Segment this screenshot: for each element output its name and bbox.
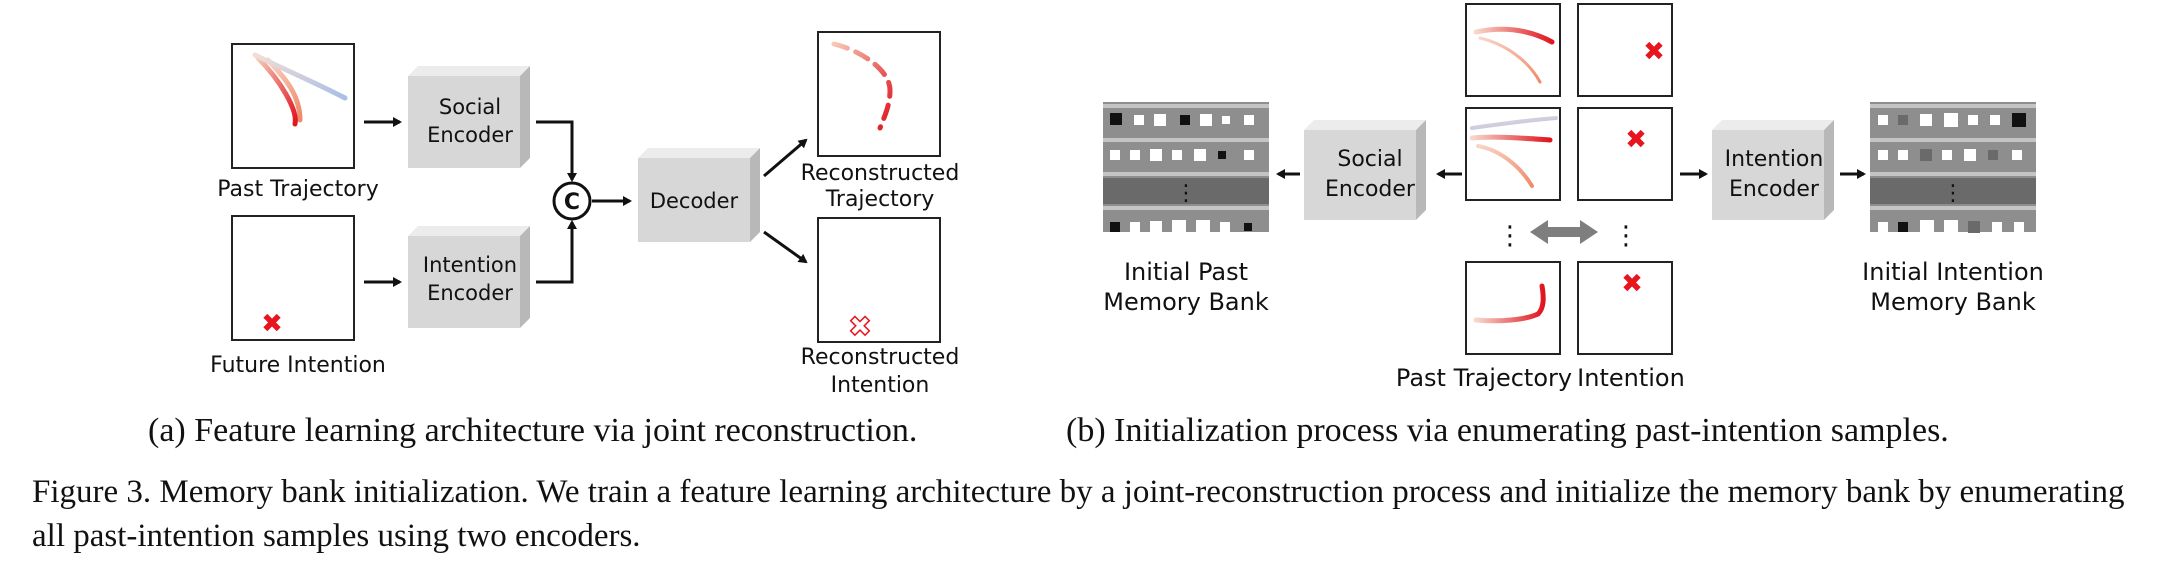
intention-encoder-b-line-1: Intention — [1725, 147, 1824, 172]
reconstructed-intention-line-2: Intention — [831, 373, 930, 398]
social-encoder-b-line-1: Social — [1337, 147, 1402, 172]
arrow — [763, 138, 808, 178]
social-encoder-line-1: Social — [439, 95, 501, 119]
samples-ellipsis-left: ⋮ — [1497, 221, 1523, 251]
social-encoder-block: Social Encoder — [408, 66, 530, 168]
subcaption-b: (b) Initialization process via enumerati… — [1066, 412, 1949, 449]
reconstructed-intention-box — [817, 217, 941, 343]
intention-cross-icon: ✖ — [1625, 125, 1647, 155]
intention-encoder-block-b: Intention Encoder — [1712, 120, 1834, 220]
intention-memory-bank-line-2: Memory Bank — [1870, 288, 2036, 316]
reconstructed-trajectory-line-2: Trajectory — [825, 187, 935, 212]
intention-encoder-block: Intention Encoder — [408, 226, 530, 328]
panel-b: ⋮ Initial Past Memory Bank Social Encode… — [1103, 3, 2044, 392]
samples-ellipsis-right: ⋮ — [1613, 221, 1639, 251]
past-memory-bank: ⋮ — [1103, 102, 1269, 234]
concat-operator — [552, 181, 592, 221]
trajectory-line — [1478, 36, 1542, 84]
subcaption-a: (a) Feature learning architecture via jo… — [148, 412, 918, 449]
future-intention-label: Future Intention — [210, 353, 386, 378]
trajectory-line — [1469, 134, 1553, 143]
trajectory-line — [252, 52, 348, 101]
trajectory-line — [1473, 26, 1555, 45]
intention-cross-icon: ✖ — [261, 309, 283, 339]
intention-memory-bank-line-1: Initial Intention — [1862, 258, 2044, 286]
decoder-label: Decoder — [650, 189, 739, 213]
intention-sample — [1577, 3, 1673, 97]
intention-sample — [1577, 107, 1673, 201]
enumerate-double-arrow-icon — [1530, 220, 1598, 244]
intention-cross-icon: ✖ — [1643, 37, 1665, 67]
intention-sample — [1577, 261, 1673, 355]
intention-encoder-b-line-2: Encoder — [1729, 177, 1820, 202]
figure-caption: Figure 3. Memory bank initialization. We… — [32, 474, 2125, 554]
past-memory-ellipsis: ⋮ — [1175, 181, 1197, 206]
past-trajectory-sample — [1465, 3, 1561, 97]
past-trajectory-sample — [1465, 261, 1561, 355]
arrow — [536, 220, 577, 284]
intention-b-label: Intention — [1577, 364, 1685, 392]
panel-a: Past Trajectory ✖ Future Intention Socia… — [210, 31, 960, 398]
social-encoder-block-b: Social Encoder — [1304, 120, 1426, 220]
intention-encoder-line-2: Encoder — [427, 281, 513, 305]
social-encoder-b-line-2: Encoder — [1325, 177, 1416, 202]
reconstructed-trajectory-box — [817, 31, 941, 157]
trajectory-line — [255, 55, 298, 127]
intention-memory-bank: ⋮ — [1870, 102, 2036, 234]
arrow — [763, 230, 808, 264]
past-memory-bank-line-2: Memory Bank — [1103, 288, 1269, 316]
concat-symbol: C — [564, 190, 580, 215]
reconstructed-trajectory-line-1: Reconstructed — [801, 161, 960, 186]
arrow — [536, 120, 577, 182]
decoder-block: Decoder — [638, 148, 760, 242]
reconstructed-intention-cross-icon: ✖ — [848, 310, 871, 343]
past-trajectory-label: Past Trajectory — [217, 177, 378, 202]
intention-memory-ellipsis: ⋮ — [1942, 181, 1964, 206]
trajectory-line — [1476, 144, 1534, 188]
trajectory-line — [1473, 283, 1546, 324]
reconstructed-trajectory-line — [831, 41, 893, 131]
trajectory-line — [1470, 116, 1558, 130]
social-encoder-line-2: Encoder — [427, 123, 513, 147]
intention-cross-icon: ✖ — [1621, 269, 1643, 299]
intention-encoder-line-1: Intention — [423, 253, 517, 277]
future-intention-box — [231, 215, 355, 341]
past-memory-bank-line-1: Initial Past — [1124, 258, 1248, 286]
reconstructed-intention-line-1: Reconstructed — [801, 345, 960, 370]
past-trajectory-b-label: Past Trajectory — [1396, 364, 1572, 392]
